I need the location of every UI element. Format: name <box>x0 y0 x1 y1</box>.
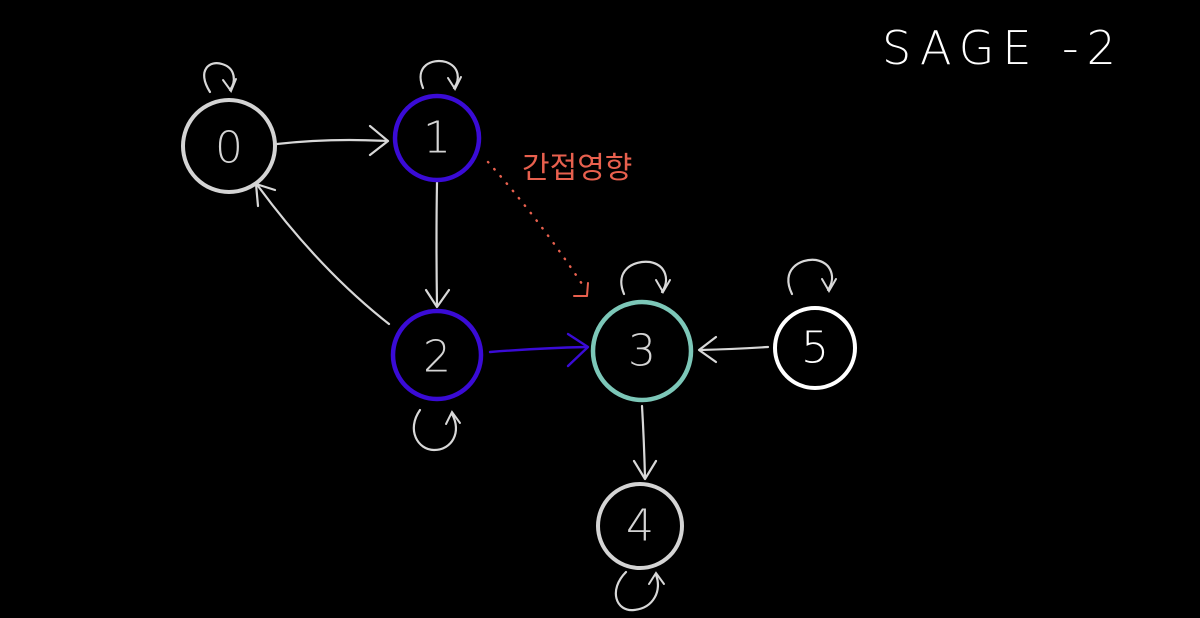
self-loop-4 <box>614 570 665 612</box>
indirect-influence-label: 간접영향 <box>522 151 632 186</box>
edge-0-to-1 <box>275 124 390 157</box>
edge-1-to-3-indirect <box>486 160 589 297</box>
edges <box>254 124 770 481</box>
edge-1-to-2 <box>424 180 451 309</box>
self-loop-1 <box>419 59 462 92</box>
node-2-label: 2 <box>423 332 451 383</box>
node-0-label: 0 <box>215 123 243 174</box>
diagram-title: SAGE -2 <box>882 21 1124 75</box>
node-1: 1 <box>392 93 482 183</box>
edge-5-to-3 <box>697 335 770 364</box>
node-3: 3 <box>590 299 694 403</box>
self-loop-0 <box>203 62 237 94</box>
node-3-label: 3 <box>628 326 656 377</box>
edge-3-to-4 <box>632 404 658 481</box>
self-loop-2 <box>412 408 461 452</box>
nodes: 0 1 2 3 4 5 <box>181 93 857 570</box>
node-1-label: 1 <box>423 113 451 164</box>
node-4-label: 4 <box>626 501 654 552</box>
node-5-label: 5 <box>801 323 829 374</box>
edge-2-to-0 <box>254 182 391 326</box>
edge-2-to-3 <box>488 332 590 368</box>
node-0: 0 <box>181 98 277 194</box>
node-4: 4 <box>596 482 684 570</box>
node-2: 2 <box>390 308 484 402</box>
self-loop-3 <box>620 260 671 296</box>
self-loops <box>203 59 837 612</box>
self-loop-5 <box>787 258 837 296</box>
node-5: 5 <box>773 306 857 390</box>
